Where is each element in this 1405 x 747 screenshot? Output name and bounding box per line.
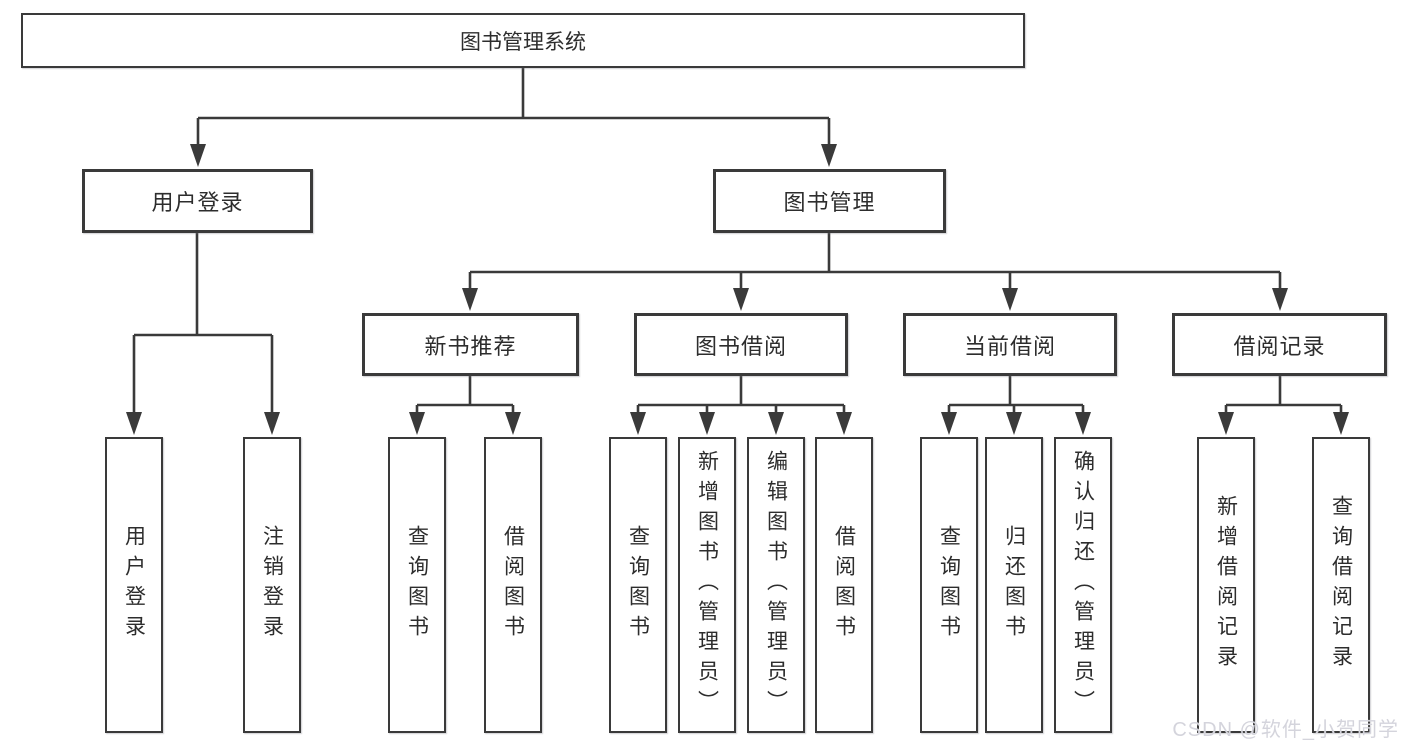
node-root-label: 图书管理系统: [460, 30, 586, 54]
node-current-borrow: 当前借阅: [903, 313, 1117, 376]
node-borrow-records: 借阅记录: [1172, 313, 1387, 376]
leaf-user-login: 用户登录: [105, 437, 163, 733]
node-book-management: 图书管理: [713, 169, 946, 233]
leaf-borrow-books: 借阅图书: [815, 437, 873, 733]
leaf-confirm-return-admin: 确认归还（管理员）: [1054, 437, 1112, 733]
leaf-borrow-books-label: 借阅图书: [832, 525, 856, 645]
leaf-logout: 注销登录: [243, 437, 301, 733]
node-borrow-records-label: 借阅记录: [1233, 333, 1326, 359]
node-new-book-recommend: 新书推荐: [362, 313, 579, 376]
connector-strokes: [132, 68, 1343, 418]
leaf-query-books-borrow-label: 查询图书: [626, 525, 650, 645]
node-root: 图书管理系统: [21, 13, 1025, 68]
leaf-query-books-recommend-label: 查询图书: [405, 525, 429, 645]
leaf-query-books-borrow: 查询图书: [609, 437, 667, 733]
leaf-edit-books-admin: 编辑图书（管理员）: [747, 437, 805, 733]
leaf-add-borrow-record: 新增借阅记录: [1197, 437, 1255, 733]
leaf-logout-label: 注销登录: [260, 525, 284, 645]
leaf-return-books-label: 归还图书: [1002, 525, 1026, 645]
leaf-confirm-return-admin-label: 确认归还（管理员）: [1071, 450, 1095, 720]
node-book-management-label: 图书管理: [783, 190, 876, 215]
node-book-borrow: 图书借阅: [634, 313, 848, 376]
leaf-query-books-current: 查询图书: [920, 437, 978, 733]
leaf-query-borrow-record: 查询借阅记录: [1312, 437, 1370, 733]
leaf-query-books-recommend: 查询图书: [388, 437, 446, 733]
leaf-query-books-current-label: 查询图书: [937, 525, 961, 645]
leaf-query-borrow-record-label: 查询借阅记录: [1329, 495, 1353, 675]
leaf-user-login-label: 用户登录: [122, 525, 146, 645]
leaf-borrow-books-recommend: 借阅图书: [484, 437, 542, 733]
node-user-login: 用户登录: [82, 169, 313, 233]
node-book-borrow-label: 图书借阅: [694, 333, 787, 359]
watermark-text: CSDN @软件_小贺同学: [1172, 719, 1399, 741]
leaf-add-books-admin-label: 新增图书（管理员）: [695, 450, 719, 720]
node-current-borrow-label: 当前借阅: [963, 333, 1056, 359]
leaf-return-books: 归还图书: [985, 437, 1043, 733]
arrowheads: [126, 144, 1349, 435]
node-new-book-recommend-label: 新书推荐: [424, 333, 517, 359]
leaf-borrow-books-recommend-label: 借阅图书: [501, 525, 525, 645]
leaf-edit-books-admin-label: 编辑图书（管理员）: [764, 450, 788, 720]
leaf-add-books-admin: 新增图书（管理员）: [678, 437, 736, 733]
leaf-add-borrow-record-label: 新增借阅记录: [1214, 495, 1238, 675]
node-user-login-label: 用户登录: [151, 190, 244, 215]
